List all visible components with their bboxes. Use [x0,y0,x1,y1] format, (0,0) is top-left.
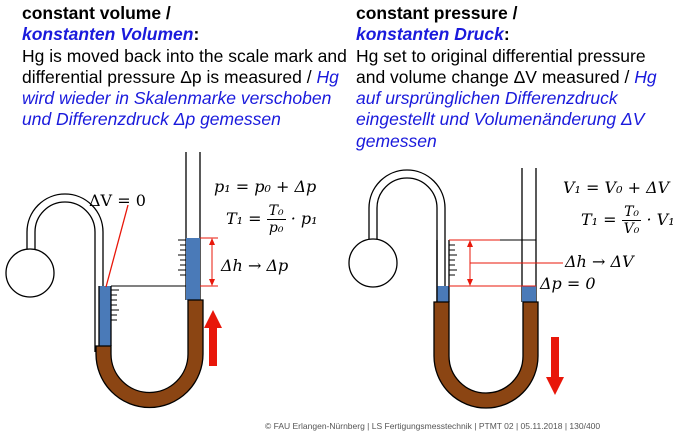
slide-footer: © FAU Erlangen-Nürnberg | LS Fertigungsm… [265,421,601,431]
right-eq-t1-rhs: · V₁ [646,210,675,229]
right-eq-dh: Δh → ΔV [565,252,634,271]
left-eq-dh-text: Δh → Δp [221,256,289,275]
left-eq-t1-rhs: · p₁ [290,209,318,228]
right-eq-dh-text: Δh → ΔV [565,252,634,271]
left-manometer [5,152,222,409]
right-mercury-u-tube [433,301,539,409]
left-right-arm-liquid [186,238,200,300]
left-arm-liquid [99,286,111,346]
left-eq-t1-lhs: T₁ = [226,209,262,228]
right-heading: constant pressure / [356,3,518,23]
left-description-en: Hg is moved back into the scale mark and… [22,45,347,87]
left-mercury-u-tube [95,299,204,409]
left-eq-dv: ΔV = 0 [89,191,146,210]
right-down-arrow [546,337,564,395]
left-heading: constant volume / [22,3,171,23]
left-eq-p1-text: p₁ = p₀ + Δp [214,177,317,196]
right-gas-bulb [348,238,398,288]
left-eq-t1-den: p₀ [268,220,284,236]
left-eq-p1: p₁ = p₀ + Δp [214,177,316,196]
left-right-arm-scale [178,239,186,276]
right-left-arm-liquid [437,286,449,302]
right-description-de: Hg auf ursprünglichen Differenzdruck ein… [356,66,657,151]
left-eq-t1-num: T₀ [266,203,286,220]
left-gas-bulb [5,248,55,298]
left-dv-pointer [105,204,129,288]
right-eq-v1-text: V₁ = V₀ + ΔV [563,178,670,197]
left-eq-dv-text: ΔV = 0 [89,191,146,210]
right-heading-de: konstanten Druck [356,24,504,45]
right-eq-dp-text: Δp = 0 [540,274,596,293]
right-text-block: constant pressure / konstanten Druck: Hg… [356,3,676,152]
left-arm-scale [111,289,119,321]
left-heading-de: konstanten Volumen [22,24,194,45]
right-eq-dp: Δp = 0 [540,274,596,293]
right-eq-t1-num: T₀ [621,204,642,221]
left-heading-colon: : [193,24,200,45]
right-heading-colon: : [503,24,510,45]
right-left-arm-scale [449,239,457,276]
right-description-en: Hg set to original differential pressure… [356,45,646,87]
right-right-arm-liquid [522,286,536,302]
left-text-block: constant volume / konstanten Volumen: Hg… [22,3,347,131]
right-manometer [348,168,564,409]
left-up-arrow [204,310,222,366]
right-connecting-tube [368,169,446,346]
right-eq-v1: V₁ = V₀ + ΔV [563,178,669,197]
left-description-de: Hg wird wieder in Skalenmarke verschoben… [22,66,339,130]
right-eq-t1-lhs: T₁ = [581,210,617,229]
right-eq-t1-den: V₀ [623,221,640,237]
left-eq-dh: Δh → Δp [221,256,288,275]
left-connecting-tube [26,193,104,352]
